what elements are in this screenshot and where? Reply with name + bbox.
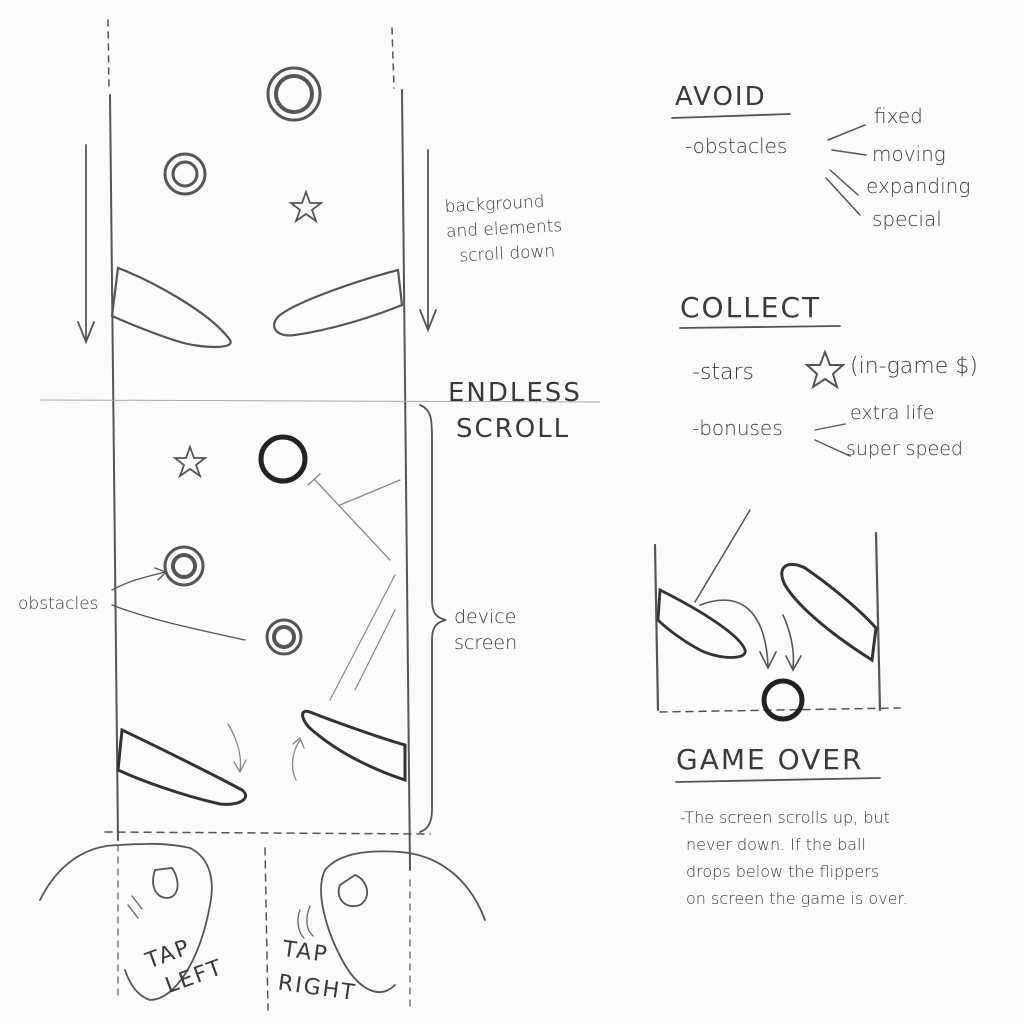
bonus-branch-lines xyxy=(815,424,850,456)
bonus-extra-life: extra life xyxy=(850,404,934,423)
go-ball xyxy=(764,681,802,719)
flipper-swing-right xyxy=(293,738,304,780)
collect-underline xyxy=(680,326,840,328)
obstacles-pointer-1 xyxy=(112,568,166,590)
avoid-type-moving: moving xyxy=(872,144,946,164)
avoid-underline xyxy=(672,114,790,118)
obstacle-top-center xyxy=(268,68,320,120)
screen-top-right-dash xyxy=(392,28,394,88)
device-screen-bracket xyxy=(420,405,446,832)
go-left-flipper xyxy=(658,590,745,658)
go-right-flipper xyxy=(782,564,876,660)
avoid-type-expanding: expanding xyxy=(866,176,970,196)
game-over-line-2: never down. If the ball xyxy=(680,831,908,858)
game-over-heading: GAME OVER xyxy=(676,746,863,774)
scroll-arrow-left xyxy=(78,145,94,342)
game-over-line-3: drops below the flippers xyxy=(680,858,908,885)
scroll-note: background and elements scroll down xyxy=(444,189,564,270)
endless-label-line-1: ENDLESS xyxy=(448,375,582,411)
bottom-left-flipper xyxy=(118,730,246,804)
game-over-description: -The screen scrolls up, but never down. … xyxy=(680,804,908,912)
go-dashed-line xyxy=(660,708,900,712)
bottom-right-flipper xyxy=(303,711,405,780)
go-pointer-line xyxy=(695,510,750,602)
bonus-super-speed: super speed xyxy=(846,440,963,459)
avoid-type-fixed: fixed xyxy=(874,106,923,126)
collect-heading: COLLECT xyxy=(680,294,821,322)
collect-stars-item: -stars xyxy=(692,362,754,384)
obstacles-label: obstacles xyxy=(18,596,99,613)
tap-divider-dash xyxy=(265,848,268,1010)
star-top xyxy=(291,192,321,221)
go-drop-arrow-2 xyxy=(783,615,801,670)
go-left-wall xyxy=(655,545,658,710)
obstacles-pointer-2 xyxy=(112,605,245,640)
go-right-wall xyxy=(876,533,880,710)
flipper-swing-left xyxy=(228,724,246,772)
top-right-flipper xyxy=(274,270,402,335)
collect-stars-note: (in-game $) xyxy=(850,356,978,378)
avoid-obstacles-item: -obstacles xyxy=(685,136,787,156)
avoid-type-special: special xyxy=(872,209,942,229)
avoid-heading: AVOID xyxy=(675,84,767,110)
game-over-line-1: -The screen scrolls up, but xyxy=(680,804,908,831)
avoid-branch-lines xyxy=(826,125,866,215)
game-over-line-4: on screen the game is over. xyxy=(680,885,908,912)
endless-scroll-label: ENDLESS SCROLL xyxy=(448,375,582,447)
obstacle-lower-left xyxy=(165,547,203,585)
collect-bonuses-item: -bonuses xyxy=(692,418,783,438)
flipper-hit-lines xyxy=(330,575,395,700)
obstacle-lower-right xyxy=(267,620,301,654)
ball-trajectory xyxy=(308,474,400,560)
device-label-line-2: screen xyxy=(454,630,517,656)
screen-left-wall xyxy=(110,95,118,840)
screen-top-left-dash xyxy=(108,20,109,90)
device-label-line-1: device xyxy=(454,604,517,630)
endless-label-line-2: SCROLL xyxy=(448,411,582,447)
tap-motion-left xyxy=(128,896,142,918)
tap-motion-right xyxy=(298,906,313,938)
device-screen-label: device screen xyxy=(454,604,517,656)
collect-star-icon xyxy=(807,352,843,387)
game-over-underline xyxy=(676,778,880,782)
ball xyxy=(261,437,305,481)
star-lower xyxy=(175,447,205,476)
right-thumbnail xyxy=(339,875,367,906)
left-thumbnail xyxy=(153,868,177,898)
top-left-flipper xyxy=(112,268,231,347)
scroll-arrow-right xyxy=(420,150,436,330)
tap-right-label[interactable]: TAP RIGHT xyxy=(276,933,364,1011)
bottom-dashed-line xyxy=(105,832,430,834)
obstacle-top-left xyxy=(165,154,205,194)
